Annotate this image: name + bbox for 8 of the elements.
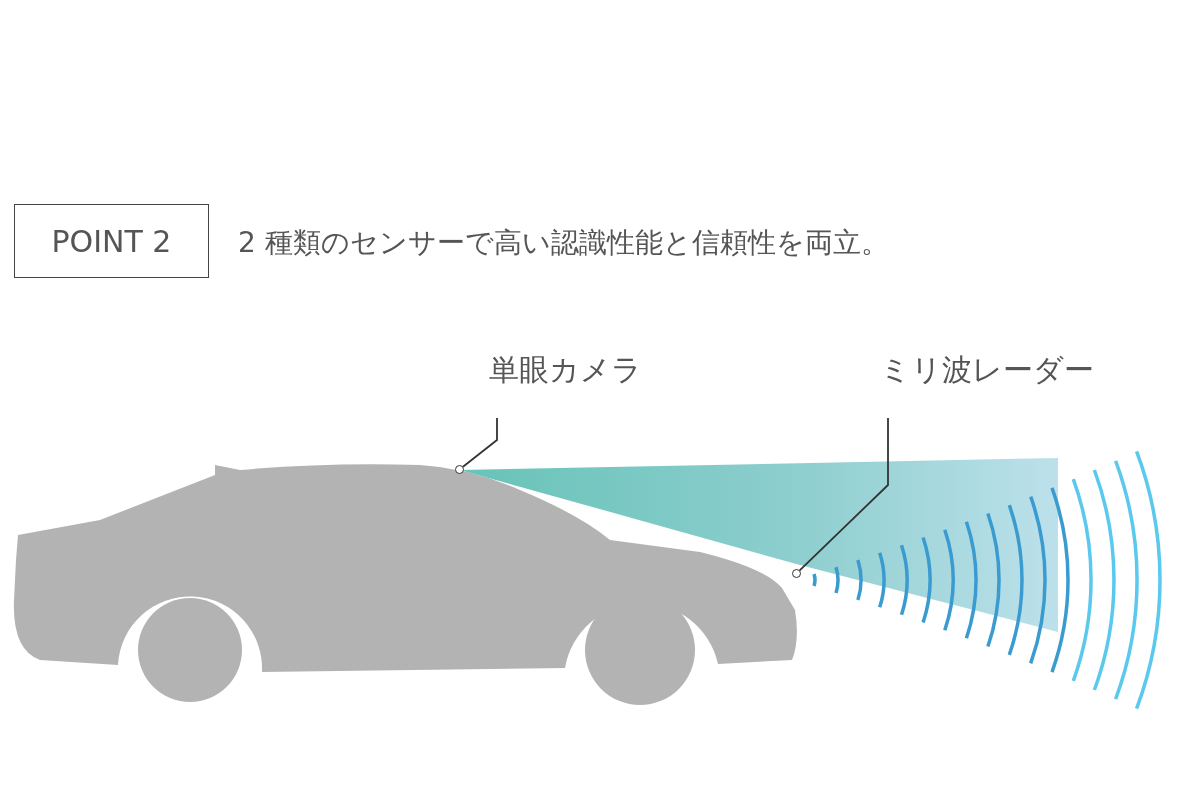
point-box: POINT 2 [14, 204, 209, 278]
camera-label: 単眼カメラ [470, 348, 660, 392]
leader-line [462, 417, 498, 468]
camera-point [455, 465, 464, 474]
radar-point [792, 569, 801, 578]
radar-label: ミリ波レーダー [862, 348, 1112, 392]
leader-line [798, 417, 889, 572]
heading-text: 2 種類のセンサーで高い認識性能と信頼性を両立。 [238, 225, 889, 261]
